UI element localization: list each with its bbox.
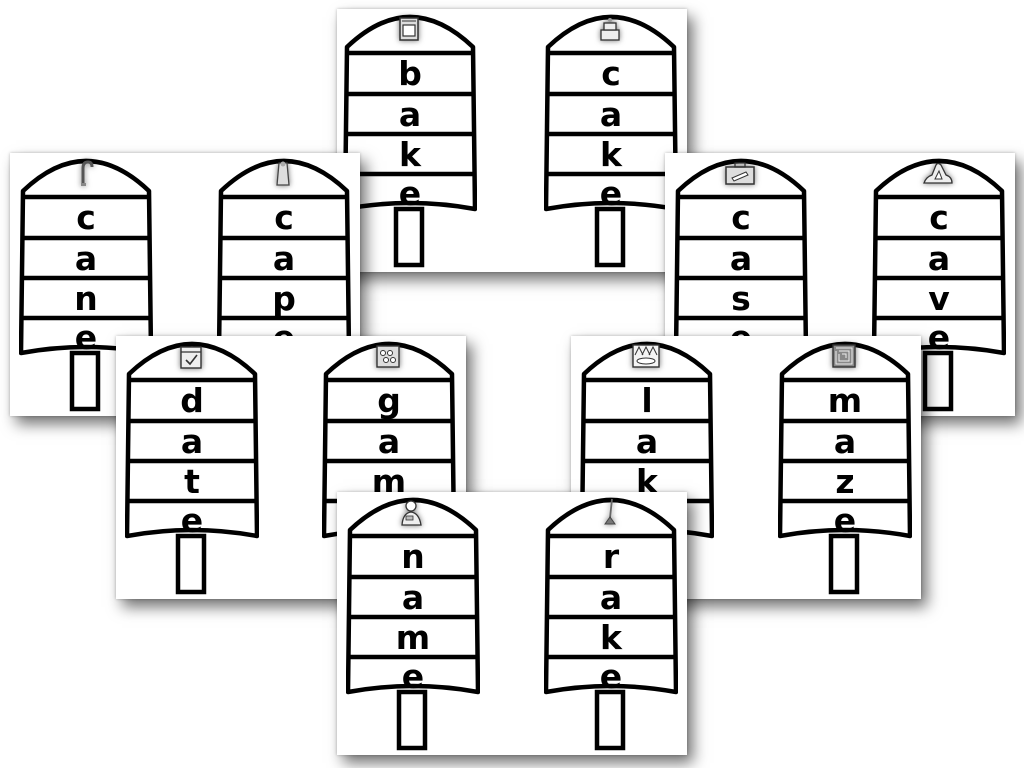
letter-tile: e bbox=[398, 174, 422, 213]
letter-tile: z bbox=[835, 462, 855, 501]
letter-tile: k bbox=[636, 462, 658, 501]
popsicle-case: c a s e bbox=[674, 153, 808, 416]
letter-tile: c bbox=[929, 198, 949, 237]
letter-tile: a bbox=[272, 239, 296, 278]
letter-tile: e bbox=[180, 501, 204, 540]
letter-tile: k bbox=[600, 618, 622, 657]
letter-tile: a bbox=[398, 95, 422, 134]
letter-tile: a bbox=[833, 422, 857, 461]
popsicle-cave: c a v e bbox=[872, 153, 1006, 416]
popsicle-rake: r a k e bbox=[544, 492, 678, 755]
letter-tile: e bbox=[401, 657, 425, 696]
board-game-icon bbox=[376, 345, 400, 368]
letter-tile: r bbox=[602, 537, 620, 576]
letter-tile: a bbox=[635, 422, 659, 461]
letter-tile: c bbox=[601, 54, 621, 93]
letter-tile: c bbox=[274, 198, 294, 237]
letter-tile: c bbox=[731, 198, 751, 237]
letter-tile: m bbox=[395, 618, 431, 657]
letter-tile: a bbox=[401, 578, 425, 617]
letter-tile: l bbox=[641, 381, 653, 420]
letter-tile: m bbox=[827, 381, 863, 420]
letter-tile: k bbox=[600, 135, 622, 174]
letter-tile: t bbox=[184, 462, 200, 501]
popsicle-cake: c a k e bbox=[544, 9, 678, 272]
cane-icon bbox=[81, 160, 94, 186]
letter-tile: e bbox=[74, 318, 98, 357]
letter-tile: n bbox=[74, 279, 98, 318]
letter-tile: a bbox=[599, 95, 623, 134]
letter-tile: c bbox=[76, 198, 96, 237]
letter-tile: a bbox=[377, 422, 401, 461]
cape-icon bbox=[276, 161, 290, 186]
letter-tile: a bbox=[599, 578, 623, 617]
letter-tile: a bbox=[729, 239, 753, 278]
rake-icon bbox=[604, 498, 616, 525]
calendar-icon bbox=[180, 346, 202, 369]
word-card-6: n a m e r a k e bbox=[337, 492, 687, 755]
letter-tile: e bbox=[927, 318, 951, 357]
letter-tile: a bbox=[180, 422, 204, 461]
letter-tile: s bbox=[731, 279, 751, 318]
letter-tile: n bbox=[401, 537, 425, 576]
word-card-1: b a k e c a k e bbox=[337, 9, 687, 272]
cake-icon bbox=[600, 18, 620, 41]
popsicle-maze: m a z e bbox=[778, 336, 912, 599]
letter-tile: e bbox=[599, 174, 623, 213]
letter-tile: a bbox=[927, 239, 951, 278]
popsicle-bake: b a k e bbox=[343, 9, 477, 272]
name-tag-person-icon bbox=[401, 500, 422, 526]
letter-tile: e bbox=[833, 501, 857, 540]
lake-icon bbox=[632, 344, 660, 368]
word-card-2: c a n e c a p e bbox=[10, 153, 360, 416]
letter-tile: v bbox=[928, 279, 950, 318]
maze-icon bbox=[832, 344, 856, 368]
letter-tile: k bbox=[399, 135, 421, 174]
popsicle-date: d a t e bbox=[125, 336, 259, 599]
cave-icon bbox=[923, 162, 953, 184]
oven-icon bbox=[399, 17, 419, 41]
letter-tile: d bbox=[180, 381, 204, 420]
letter-tile: a bbox=[74, 239, 98, 278]
letter-tile: p bbox=[272, 279, 296, 318]
word-card-5: l a k e m a z e bbox=[571, 336, 921, 599]
popsicle-cane: c a n e bbox=[19, 153, 153, 416]
letter-tile: g bbox=[377, 381, 401, 420]
popsicle-name: n a m e bbox=[346, 492, 480, 755]
letter-tile: e bbox=[599, 657, 623, 696]
pencil-case-icon bbox=[725, 162, 755, 185]
letter-tile: b bbox=[398, 54, 422, 93]
